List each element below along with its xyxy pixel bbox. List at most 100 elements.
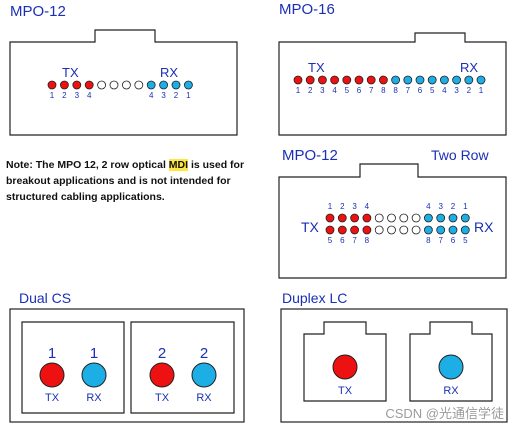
mpo16-fiber-rx	[476, 75, 486, 85]
mpo12-fiber-rx	[183, 80, 193, 90]
mpo16-fiber-tx	[378, 75, 388, 85]
note-text-before: Note: The MPO 12, 2 row optical	[6, 159, 169, 171]
mpo12-two-row-top-fiber-blank	[411, 213, 421, 223]
mpo12-two-row-bottom-fiber-rx	[460, 225, 470, 235]
dual-cs-tx-fiber	[39, 362, 65, 388]
mpo16-fiber-rx	[391, 75, 401, 85]
mpo12-two-row-top-fiber-rx	[448, 213, 458, 223]
mpo16-fiber-number: 8	[393, 86, 398, 95]
watermark: CSDN @光通信学徒	[385, 406, 504, 421]
mpo12-fiber-number: 1	[186, 91, 191, 100]
mpo12-two-row-top-fiber-blank	[399, 213, 409, 223]
mpo12-two-row-bottom-number: 7	[438, 236, 443, 245]
duplex-lc-tx-fiber	[332, 354, 358, 380]
mpo12-two-row-top-fiber-rx	[423, 213, 433, 223]
dual-cs-rx-label: RX	[86, 392, 102, 404]
mpo12-tx-label: TX	[62, 65, 79, 80]
mpo16-fiber-tx	[342, 75, 352, 85]
mpo12-fiber-blank	[122, 80, 131, 90]
mpo12-two-row-bottom-fiber-rx	[436, 225, 446, 235]
mpo12-two-row-top-number: 3	[438, 202, 443, 211]
duplex-lc-rx-label: RX	[443, 385, 459, 397]
note-text-after: is used for breakout applications and is…	[6, 159, 245, 203]
mpo16-fiber-tx	[330, 75, 340, 85]
mpo12-two-row-bottom-fiber-blank	[399, 225, 409, 235]
mpo12-two-row-bottom-number: 5	[328, 236, 333, 245]
mpo16-fiber-number: 4	[332, 86, 337, 95]
mpo12-two-row-top-fiber-tx	[325, 213, 335, 223]
mpo16-fiber-rx	[415, 75, 425, 85]
mpo12-fiber-blank	[134, 80, 144, 90]
mpo16-fiber-tx	[317, 75, 327, 85]
mpo12-fiber-rx	[171, 80, 181, 90]
mpo12-two-row-bottom-fiber-blank	[411, 225, 421, 235]
mpo16-fiber-number: 7	[369, 86, 374, 95]
mpo12-fiber-number: 3	[75, 91, 80, 100]
mpo16-fiber-rx	[464, 75, 474, 85]
mpo12-fiber-rx	[146, 80, 156, 90]
mpo12-two-row-bottom-number: 5	[463, 236, 468, 245]
dual-cs-tx-number: 2	[158, 345, 166, 362]
mpo12-two-row-top-number: 2	[340, 202, 345, 211]
mpo12-two-row-bottom-number: 6	[340, 236, 345, 245]
mpo12-fiber-number: 3	[161, 91, 166, 100]
mpo12-rx-label: RX	[160, 65, 178, 80]
mpo16-fiber-number: 8	[381, 86, 386, 95]
mpo12-fiber-blank	[97, 80, 106, 90]
mpo12-fiber-tx	[47, 80, 57, 90]
mpo16-fiber-number: 2	[308, 86, 313, 95]
mpo12-two-row-bottom-fiber-blank	[387, 225, 396, 235]
dual-cs-tx-number: 1	[48, 345, 56, 362]
mpo16-fiber-number: 3	[320, 86, 325, 95]
mpo16-fiber-number: 1	[296, 86, 301, 95]
mpo12-two-row-bottom-fiber-tx	[325, 225, 335, 235]
mdi-note: Note: The MPO 12, 2 row optical MDI is u…	[6, 157, 276, 205]
mpo12-fiber-number: 2	[62, 91, 67, 100]
mpo16-fiber-tx	[305, 75, 315, 85]
mpo12-fiber-tx	[60, 80, 69, 90]
mpo12-two-row-tx-label: TX	[301, 219, 320, 235]
mpo16-fiber-number: 1	[479, 86, 484, 95]
mpo16-tx-label: TX	[308, 60, 325, 75]
mpo12-two-row-top-number: 4	[365, 202, 370, 211]
mpo16-fiber-tx	[366, 75, 376, 85]
mpo12-two-row-title: MPO-12	[282, 147, 338, 164]
mpo16-fiber-rx	[403, 75, 413, 85]
dual-cs-rx-fiber	[81, 362, 107, 388]
dual-cs-tx-label: TX	[45, 392, 60, 404]
mpo16-title: MPO-16	[279, 1, 335, 18]
dual-cs-tx-label: TX	[155, 392, 170, 404]
dual-cs-port-2	[130, 321, 235, 414]
mpo12-fiber-blank	[109, 80, 119, 90]
mpo12-two-row-bottom-number: 8	[365, 236, 370, 245]
dual-cs-rx-number: 2	[200, 345, 208, 362]
mpo16-fiber-number: 4	[442, 86, 447, 95]
mpo12-two-row-bottom-fiber-tx	[337, 225, 347, 235]
dual-cs-title: Dual CS	[19, 290, 71, 306]
mpo12-fiber-number: 1	[50, 91, 55, 100]
mpo12-fiber-rx	[159, 80, 169, 90]
mpo12-two-row-bottom-number: 8	[426, 236, 431, 245]
dual-cs-rx-number: 1	[90, 345, 98, 362]
mpo12-two-row-top-fiber-rx	[436, 213, 446, 223]
duplex-lc-title: Duplex LC	[282, 290, 347, 306]
mpo16-fiber-rx	[427, 75, 437, 85]
mpo12-two-row-rx-label: RX	[474, 219, 494, 235]
mpo16-fiber-rx	[452, 75, 462, 85]
dual-cs-port-1	[21, 321, 125, 414]
mpo12-two-row-top-number: 1	[328, 202, 333, 211]
mpo12-two-row-bottom-fiber-tx	[362, 225, 372, 235]
mpo12-two-row-top-fiber-tx	[337, 213, 347, 223]
mpo16-fiber-rx	[439, 75, 449, 85]
dual-cs-rx-fiber	[191, 362, 217, 388]
mpo12-fiber-number: 4	[149, 91, 154, 100]
mpo12-two-row-bottom-number: 7	[352, 236, 357, 245]
mpo12-two-row-bottom-fiber-blank	[374, 225, 384, 235]
mpo16-fiber-number: 5	[430, 86, 435, 95]
mpo12-two-row-bottom-number: 6	[451, 236, 456, 245]
